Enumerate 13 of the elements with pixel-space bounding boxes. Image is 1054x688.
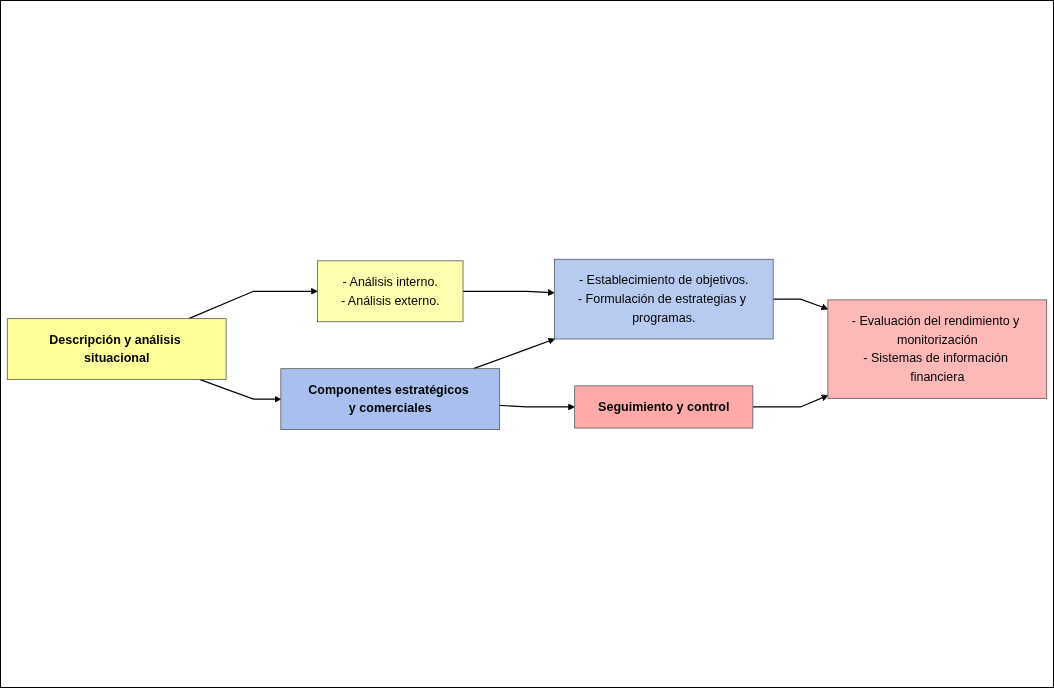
node-box: Componentes estratégicos y comerciales xyxy=(280,367,501,430)
arrow xyxy=(199,378,282,403)
arrow xyxy=(772,298,829,310)
node-box: Descripción y análisis situacional xyxy=(6,317,227,380)
arrow xyxy=(473,337,556,369)
node-box: - Establecimiento de objetivos. - Formulación de estrategias y programas. xyxy=(553,258,774,339)
arrow xyxy=(188,287,318,319)
node-box: - Evaluación del rendimiento y monitorización - Sistemas de información financiera xyxy=(827,299,1048,399)
node-box: - Análisis interno. - Análisis externo. xyxy=(317,260,464,322)
node-box: Seguimiento y control xyxy=(574,385,754,428)
arrow xyxy=(752,394,829,408)
arrow xyxy=(499,403,575,410)
arrow xyxy=(462,288,555,296)
